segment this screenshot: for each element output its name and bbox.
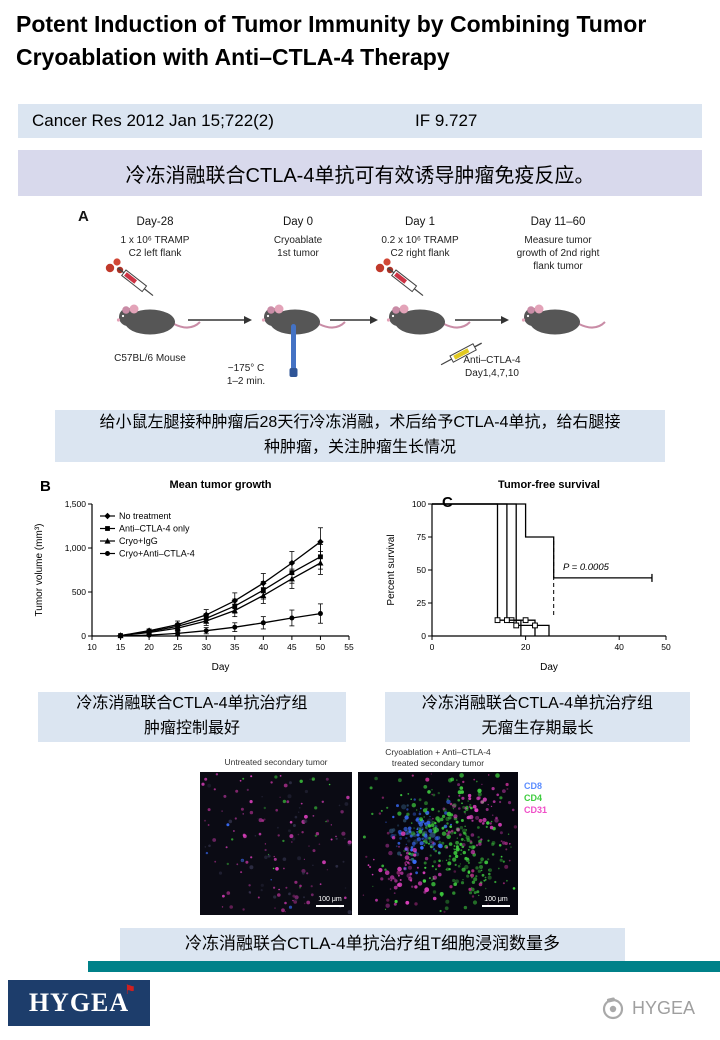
figure-a-panel: A Day-28 Day 0 Day 1 Day 11–60 1 x 10⁶ T… [30, 204, 690, 404]
svg-text:0: 0 [430, 642, 435, 652]
timeline-day-3: Day 11–60 [530, 216, 586, 228]
caption-figure-a: 给小鼠左腿接种肿瘤后28天行冷冻消融，术后给予CTLA-4单抗，给右腿接 种肿瘤… [55, 410, 665, 462]
hygea-logo: HYGEA ⚑ [8, 980, 150, 1026]
micrograph-left-label: Untreated secondary tumor [224, 757, 328, 767]
svg-text:0: 0 [81, 631, 86, 641]
svg-text:1,500: 1,500 [65, 499, 87, 509]
mouse-strain-label: C57BL/6 Mouse [114, 353, 186, 364]
step-text-3: Measure tumor growth of 2nd right flank … [516, 235, 600, 272]
watermark: HYGEA [600, 995, 695, 1021]
svg-text:35: 35 [230, 642, 240, 652]
svg-text:No treatment: No treatment [119, 511, 172, 521]
svg-text:50: 50 [661, 642, 671, 652]
syringe-icon [117, 267, 154, 297]
scale-label: 100 μm [484, 896, 508, 903]
antibody-syringe-icon [440, 342, 482, 366]
timeline-day-0: Day-28 [136, 216, 174, 228]
timeline-day-2: Day 1 [404, 216, 436, 228]
stain-cd8: CD8 [524, 781, 543, 791]
cryoprobe-icon [289, 324, 298, 377]
svg-text:Day: Day [212, 662, 230, 673]
arrow-icon [188, 316, 252, 324]
cryo-temp-label: −175° C 1–2 min. [226, 363, 266, 387]
mouse-icon [520, 303, 606, 336]
svg-text:1,000: 1,000 [65, 543, 87, 553]
panel-b-label: B [40, 478, 51, 495]
svg-text:40: 40 [259, 642, 269, 652]
svg-text:50: 50 [316, 642, 326, 652]
svg-text:25: 25 [417, 598, 427, 608]
step-text-2: 0.2 x 10⁶ TRAMP C2 right flank [381, 235, 459, 259]
svg-text:40: 40 [614, 642, 624, 652]
arrow-icon [455, 316, 509, 324]
svg-text:30: 30 [201, 642, 211, 652]
page-title: Potent Induction of Tumor Immunity by Co… [16, 11, 647, 71]
svg-text:75: 75 [417, 532, 427, 542]
caption-chart-c: 冷冻消融联合CTLA-4单抗治疗组 无瘤生存期最长 [385, 692, 690, 742]
headline-text: 冷冻消融联合CTLA-4单抗可有效诱导肿瘤免疫反应。 [125, 164, 595, 187]
svg-text:Tumor-free survival: Tumor-free survival [498, 479, 600, 491]
svg-text:Mean tumor growth: Mean tumor growth [169, 479, 271, 491]
svg-text:20: 20 [144, 642, 154, 652]
step-text-0: 1 x 10⁶ TRAMP C2 left flank [120, 235, 190, 259]
panel-c-label: C [442, 494, 453, 511]
headline-bar: 冷冻消融联合CTLA-4单抗可有效诱导肿瘤免疫反应。 [18, 150, 702, 196]
watermark-text: HYGEA [632, 997, 696, 1018]
tumor-growth-chart-svg: 10 15 20 25 30 35 40 45 50 55 0 500 1,000 1,500 Mean t… [34, 479, 354, 673]
micrograph-treated-image [362, 773, 518, 913]
scale-bar: 100 μm [482, 896, 510, 907]
svg-text:25: 25 [173, 642, 183, 652]
figure-a-label: A [78, 208, 89, 225]
svg-text:Percent survival: Percent survival [386, 534, 397, 605]
antibody-schedule-label: Anti–CTLA-4 Day1,4,7,10 [463, 355, 521, 379]
tumor-growth-chart: B 10 15 20 25 30 35 40 45 50 55 0 500 1,000 1,500 Mean… [30, 468, 370, 682]
svg-text:Day: Day [540, 662, 558, 673]
camera-icon [602, 997, 624, 1020]
svg-text:50: 50 [417, 565, 427, 575]
footer-accent-bar [88, 961, 720, 972]
micrograph-untreated-image [201, 773, 352, 915]
svg-text:10: 10 [87, 642, 97, 652]
micrograph-right-label: Cryoablation + Anti–CTLA-4 treated secon… [385, 747, 491, 769]
caption-chart-b: 冷冻消融联合CTLA-4单抗治疗组 肿瘤控制最好 [38, 692, 346, 742]
logo-flag-icon: ⚑ [124, 982, 136, 997]
caption-micrographs: 冷冻消融联合CTLA-4单抗治疗组T细胞浸润数量多 [120, 928, 625, 961]
svg-text:20: 20 [521, 642, 531, 652]
citation-reference: Cancer Res 2012 Jan 15;722(2) [32, 111, 274, 130]
svg-text:100: 100 [412, 499, 426, 509]
svg-text:45: 45 [287, 642, 297, 652]
svg-text:0: 0 [421, 631, 426, 641]
mouse-icon [115, 303, 201, 336]
logo-text: HYGEA [28, 988, 130, 1017]
svg-text:Cryo+Anti–CTLA-4: Cryo+Anti–CTLA-4 [119, 549, 195, 559]
stain-cd31: CD31 [524, 805, 548, 815]
scale-bar: 100 μm [316, 896, 344, 907]
micrograph-untreated: 100 μm [200, 772, 352, 915]
svg-text:500: 500 [72, 587, 86, 597]
timeline-day-1: Day 0 [282, 216, 314, 228]
svg-text:55: 55 [344, 642, 354, 652]
svg-text:Cryo+IgG: Cryo+IgG [119, 536, 158, 546]
scale-label: 100 μm [318, 896, 342, 903]
svg-text:Tumor volume (mm³): Tumor volume (mm³) [34, 524, 45, 617]
figure-a-illustration [105, 258, 606, 377]
impact-factor: IF 9.727 [415, 111, 478, 130]
svg-text:15: 15 [116, 642, 126, 652]
citation-bar: Cancer Res 2012 Jan 15;722(2) IF 9.727 [18, 104, 702, 138]
svg-text:Anti–CTLA-4 only: Anti–CTLA-4 only [119, 524, 190, 534]
stain-cd4: CD4 [524, 793, 543, 803]
stain-legend: CD8 CD4 CD31 [524, 781, 547, 815]
step-text-1: Cryoablate 1st tumor [273, 235, 323, 259]
arrow-icon [330, 316, 378, 324]
syringe-icon [387, 267, 424, 297]
svg-text:P = 0.0005: P = 0.0005 [563, 562, 610, 573]
micrograph-treated: 100 μm [358, 772, 518, 915]
